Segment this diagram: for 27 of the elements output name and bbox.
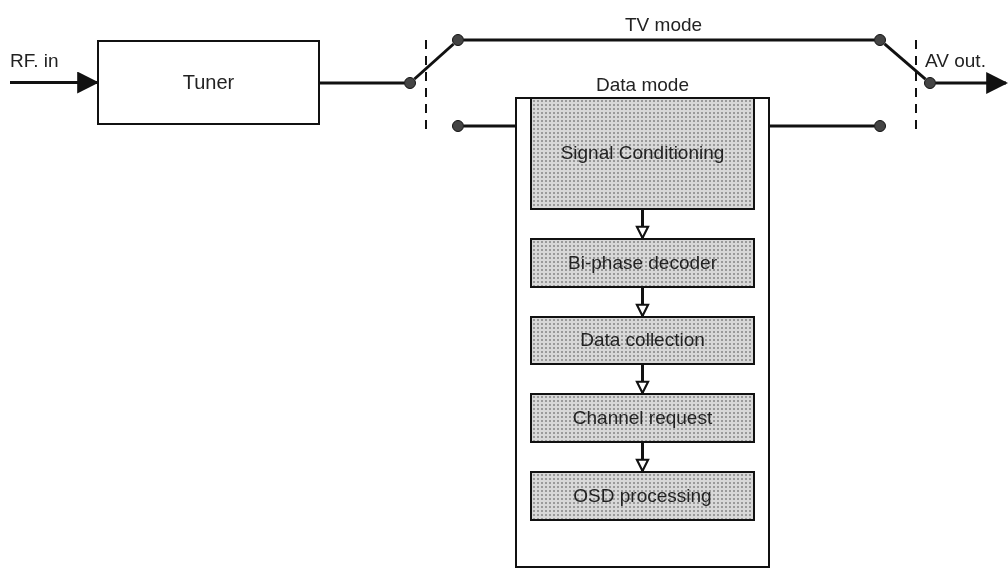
switch-terminal: [874, 34, 886, 46]
process-box: OSD processing: [530, 471, 755, 521]
process-box: Signal Conditioning: [530, 97, 755, 210]
arrow: [635, 365, 650, 395]
switch-terminal: [452, 120, 464, 132]
arrow: [635, 210, 650, 240]
process-box: Channel request: [530, 393, 755, 443]
switch-terminal: [452, 34, 464, 46]
switch-terminal: [924, 77, 936, 89]
process-box: Data collection: [530, 316, 755, 365]
arrow: [635, 443, 650, 473]
switch-terminal: [404, 77, 416, 89]
connector-line: [883, 42, 927, 81]
arrow: [635, 288, 650, 318]
connector-line: [413, 42, 455, 81]
switch-terminal: [874, 120, 886, 132]
group-title: Data mode: [595, 74, 690, 96]
connector-line: [320, 81, 404, 85]
connector-line: [770, 124, 874, 128]
edge-label: TV mode: [625, 14, 703, 36]
connector-line: [464, 124, 515, 128]
edge-label: RF. in: [10, 50, 59, 72]
process-box: Bi-phase decoder: [530, 238, 755, 288]
arrow: [936, 72, 1008, 94]
tuner-box: Tuner: [97, 40, 320, 125]
edge-label: AV out.: [925, 50, 986, 72]
connector-line: [464, 38, 874, 42]
